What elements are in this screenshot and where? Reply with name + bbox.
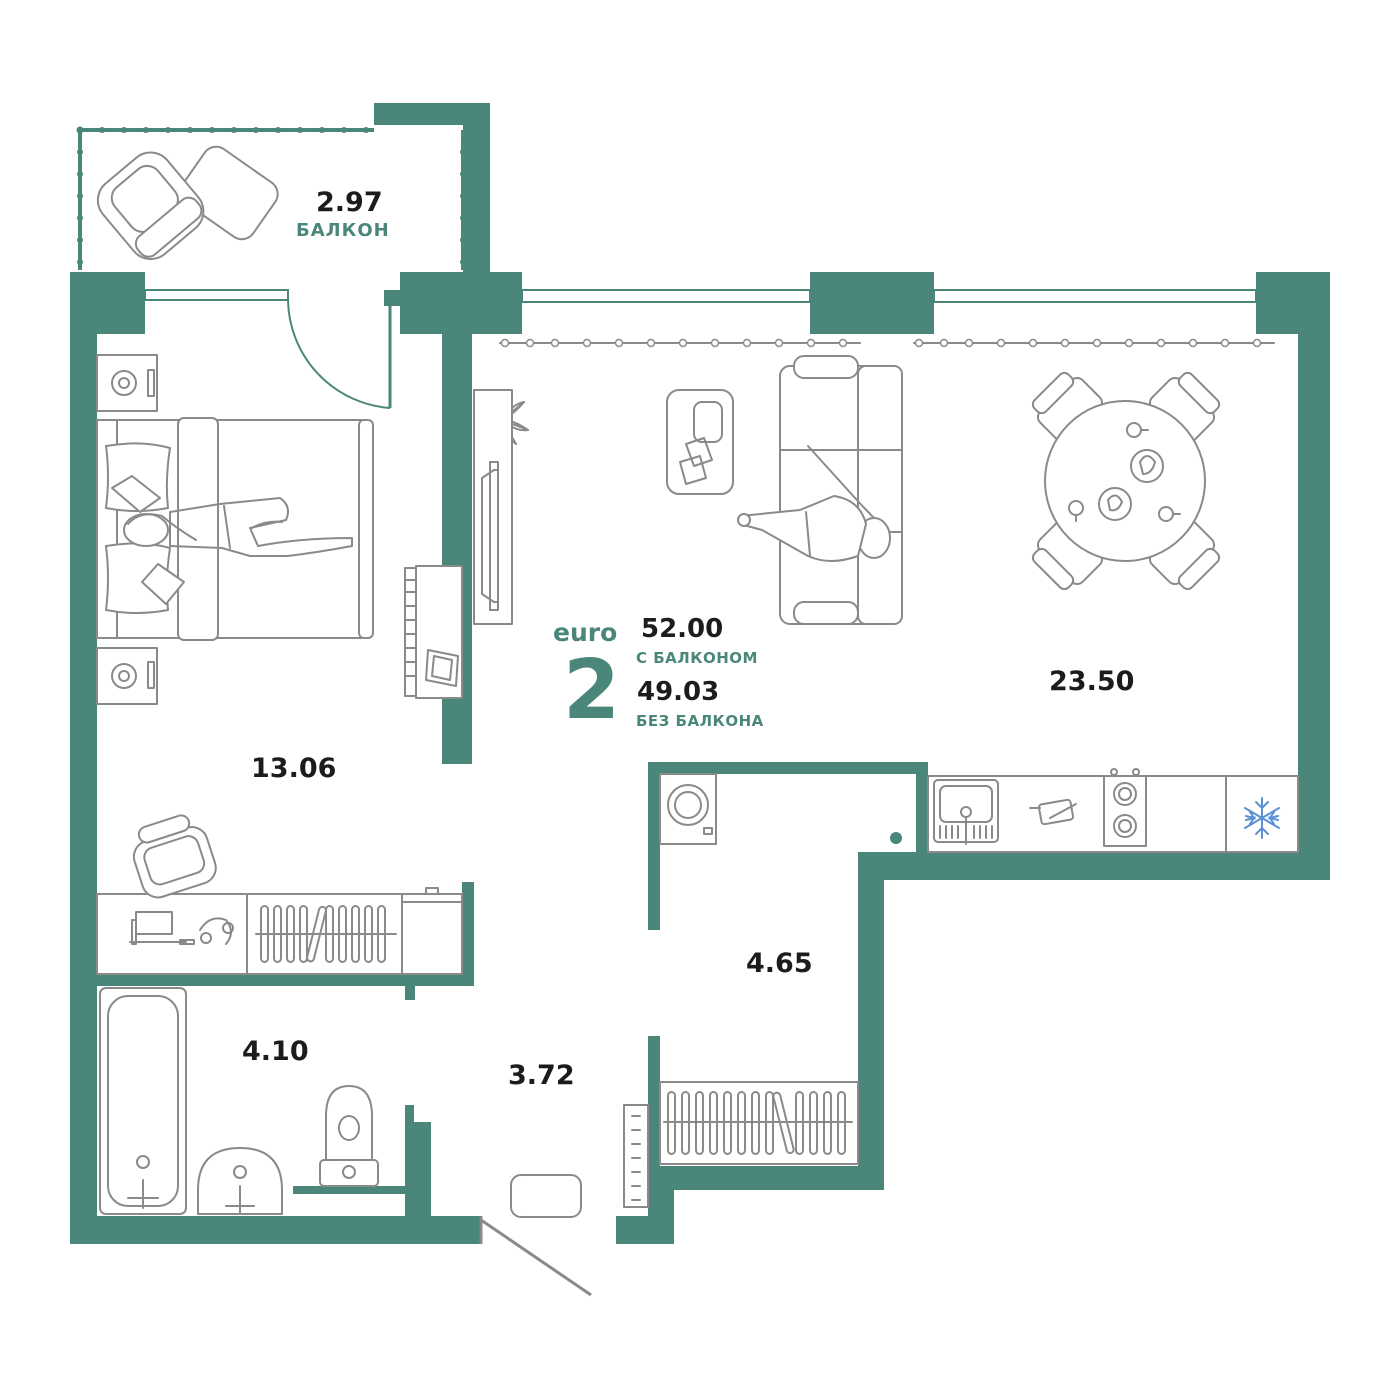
- nightstand-bottom: [96, 647, 158, 705]
- entrance-door[interactable]: [479, 1216, 592, 1297]
- nightstand-top: [96, 354, 158, 412]
- balcony-railing: [76, 126, 466, 270]
- balcony-caption: БАЛКОН: [296, 220, 390, 241]
- rooms-count: 2: [563, 643, 621, 738]
- kitchen-counter-icon: [927, 775, 1299, 853]
- hallway-rug: [510, 1174, 582, 1218]
- area-with-balcony: 52.00: [641, 614, 724, 644]
- stove-icon: [1103, 768, 1147, 847]
- light-switch: [890, 832, 902, 844]
- kitchen-sink-icon: [933, 779, 999, 845]
- coffee-table-icon: [666, 389, 734, 495]
- area-with-balcony-caption: С БАЛКОНОМ: [636, 649, 758, 667]
- fridge-snowflake-icon: [1244, 797, 1280, 839]
- hallway-area: 3.72: [508, 1060, 575, 1091]
- shoe-rack-icon: [623, 1104, 649, 1208]
- dining-table-icon: [1031, 371, 1221, 591]
- curtain-rail-right: [913, 338, 1275, 348]
- wardrobe-icon: [246, 887, 463, 975]
- bookshelf-icon: [404, 565, 463, 699]
- layout-brand: euro: [553, 618, 618, 647]
- office-chair-icon: [132, 814, 217, 899]
- bathroom-area: 4.10: [242, 1036, 309, 1067]
- area-without-balcony-caption: БЕЗ БАЛКОНА: [636, 712, 764, 730]
- bed-icon: [96, 417, 374, 641]
- toilet-icon: [319, 1085, 379, 1187]
- desk-icon: [96, 893, 248, 975]
- walls: [70, 103, 1330, 1244]
- sofa-icon: [737, 355, 903, 625]
- area-without-balcony: 49.03: [637, 677, 720, 707]
- wardrobe-room-area: 4.65: [746, 948, 813, 979]
- windows: [144, 289, 1257, 303]
- bathtub-icon: [99, 987, 187, 1215]
- tv-stand-icon: [473, 389, 513, 625]
- curtain-rail-left: [499, 338, 861, 348]
- washing-machine-icon: [659, 773, 717, 845]
- storage-wardrobe-icon: [659, 1081, 859, 1165]
- bedroom-area: 13.06: [251, 753, 337, 784]
- armchair-icon: [96, 145, 279, 261]
- cutting-board-icon: [1029, 798, 1077, 826]
- balcony-door[interactable]: [287, 290, 400, 409]
- sink-icon: [197, 1147, 283, 1215]
- kitchen-living-area: 23.50: [1049, 666, 1135, 697]
- balcony-area: 2.97: [316, 187, 383, 218]
